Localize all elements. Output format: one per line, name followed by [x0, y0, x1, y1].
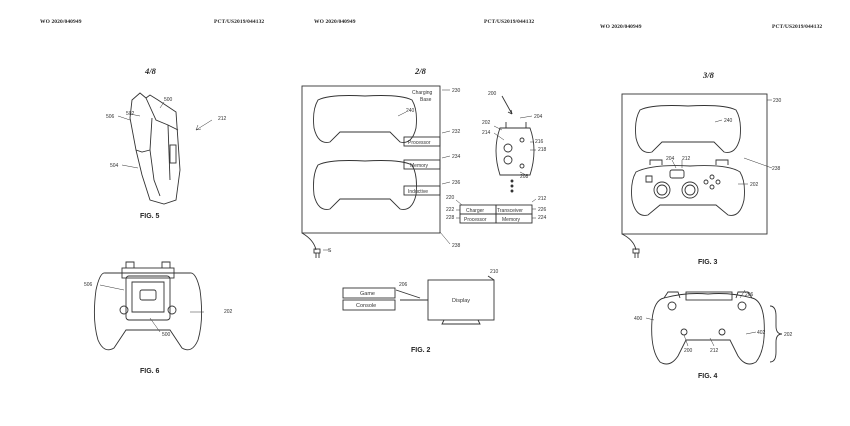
- fig2-charging-base: [302, 86, 440, 258]
- ref-230: 230: [452, 88, 461, 94]
- ref-226: 226: [538, 207, 547, 213]
- ref-238: 238: [452, 243, 461, 249]
- ref-202: 202: [224, 309, 233, 315]
- ref-208: 208: [520, 174, 529, 180]
- ref-230: 230: [773, 98, 782, 104]
- ref-500: 500: [162, 332, 171, 338]
- memory2-label: Memory: [502, 217, 521, 223]
- ref-238: 238: [772, 166, 781, 172]
- console-label: Console: [356, 303, 376, 309]
- fig2-ref-text: 230 240 232 234 236 238 200 202 204 214 …: [328, 88, 547, 288]
- ref-236: 236: [452, 180, 461, 186]
- charging-base-label-line2: Base: [420, 97, 432, 103]
- ref-234: 234: [452, 154, 461, 160]
- fig2-box-labels: Charging Base Processor Memory Inductive: [408, 90, 433, 195]
- fig5-controller-side-view: [130, 93, 180, 204]
- ref-232: 232: [452, 129, 461, 135]
- ref-200: 200: [488, 91, 497, 97]
- ref-506: 506: [106, 114, 115, 120]
- ref-504: 504: [110, 163, 119, 169]
- ref-214: 214: [482, 130, 491, 136]
- ref-502: 502: [126, 111, 135, 117]
- fig6-controller-top-view: [94, 262, 201, 350]
- ref-212: 212: [710, 348, 719, 354]
- ref-206: 206: [399, 282, 408, 288]
- ref-216: 216: [535, 139, 544, 145]
- fig3-ref-text: 230 240 238 204 212 202: [666, 98, 782, 188]
- ref-206: 206: [745, 292, 754, 298]
- ref-240: 240: [724, 118, 733, 124]
- ref-500: 500: [164, 97, 173, 103]
- fig2-leader-lines: [323, 90, 536, 250]
- ref-222: 222: [446, 207, 455, 213]
- ref-210: 210: [490, 269, 499, 275]
- ref-212: 212: [538, 196, 547, 202]
- ref-200: 200: [684, 348, 693, 354]
- fig5-ref-text: 500 502 506 504 212: [106, 97, 227, 169]
- ref-400: 400: [634, 316, 643, 322]
- ref-202: 202: [750, 182, 759, 188]
- ref-202: 202: [482, 120, 491, 126]
- ref-218: 218: [538, 147, 547, 153]
- ref-506: 506: [84, 282, 93, 288]
- game-label: Game: [360, 291, 375, 297]
- ref-228: 228: [446, 215, 455, 221]
- ref-240: 240: [406, 108, 415, 114]
- charger-label: Charger: [466, 208, 484, 214]
- ref-212: 212: [682, 156, 691, 162]
- inductive-label: Inductive: [408, 189, 428, 195]
- ref-220: 220: [446, 195, 455, 201]
- ref-204: 204: [666, 156, 675, 162]
- memory-label: Memory: [410, 163, 429, 169]
- processor2-label: Processor: [464, 217, 487, 223]
- charging-base-label-line1: Charging: [412, 90, 433, 96]
- ref-402: 402: [757, 330, 766, 336]
- display-label: Display: [452, 298, 470, 304]
- fig6-leader-lines: [100, 285, 204, 332]
- ref-202: 202: [784, 332, 793, 338]
- processor-label: Processor: [408, 140, 431, 146]
- fig2-module-labels: Charger Transceiver Processor Memory: [464, 208, 523, 223]
- ref-212: 212: [218, 116, 227, 122]
- fig3-charging-base: [622, 94, 767, 258]
- ref-s: S: [328, 248, 332, 254]
- transceiver-label: Transceiver: [497, 208, 523, 214]
- ref-224: 224: [538, 215, 547, 221]
- ref-204: 204: [534, 114, 543, 120]
